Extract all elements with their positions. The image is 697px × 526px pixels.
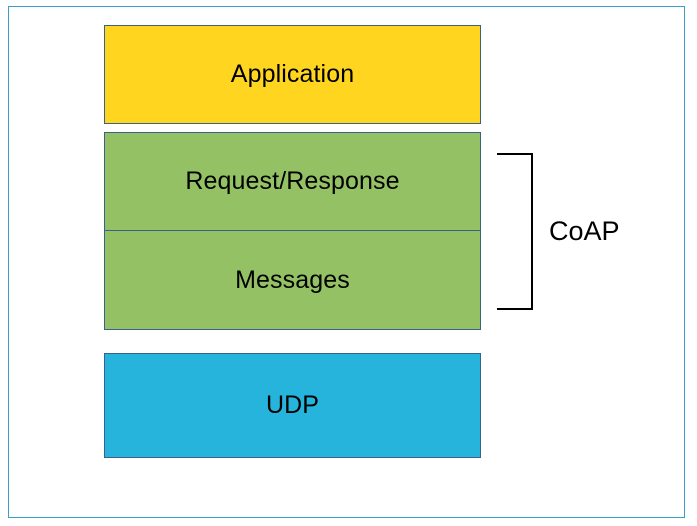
- layer-label-application: Application: [230, 60, 355, 88]
- page-frame: [8, 6, 685, 518]
- coap-brace-icon: [497, 153, 533, 310]
- layer-label-udp: UDP: [265, 391, 320, 419]
- layer-label-request-response: Request/Response: [185, 167, 400, 195]
- layer-label-messages: Messages: [235, 265, 350, 294]
- layer-box-udp: UDP: [104, 353, 481, 458]
- layer-box-request-response: Request/Response: [104, 132, 481, 231]
- layer-box-application: Application: [104, 25, 481, 124]
- coap-annotation-label: CoAP: [549, 216, 620, 246]
- layer-box-messages: Messages: [104, 230, 481, 330]
